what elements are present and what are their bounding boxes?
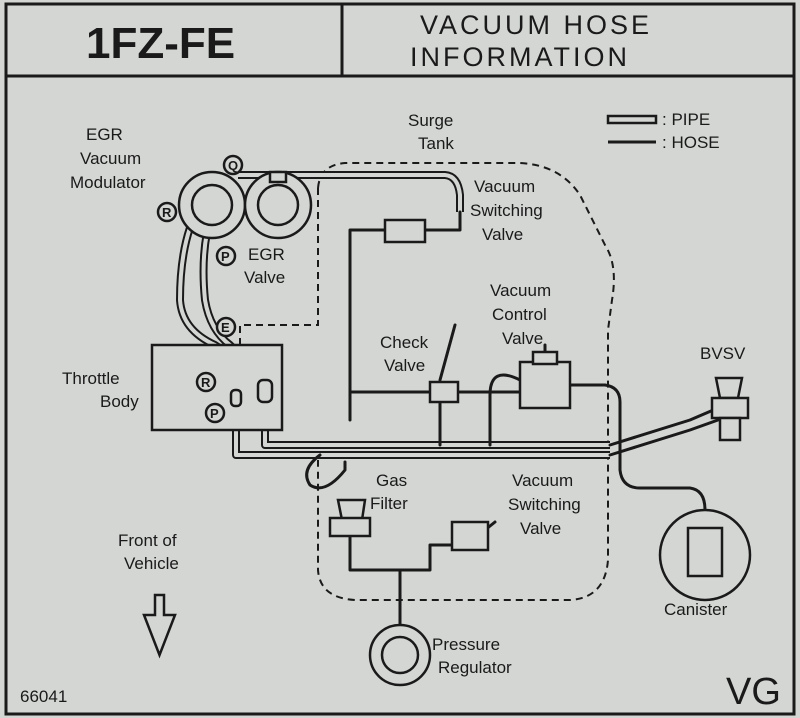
port-mark-q-text: Q — [228, 158, 238, 173]
label-vsv-bottom-1: Vacuum — [512, 471, 573, 490]
outer-border — [4, 2, 796, 716]
label-vcv-1: Vacuum — [490, 281, 551, 300]
hose-vcv-left — [488, 373, 522, 447]
label-vcv-3: Valve — [502, 329, 543, 348]
label-gas-filter-1: Gas — [376, 471, 407, 490]
port-mark-p-modulator-text: P — [221, 249, 230, 264]
pressure-regulator-inner — [380, 635, 420, 675]
label-front-2: Vehicle — [124, 554, 179, 573]
vacuum-control-valve — [518, 360, 572, 410]
port-mark-p-throttle — [204, 402, 226, 424]
port-mark-e-text: E — [221, 320, 230, 335]
label-throttle-body-2: Body — [100, 392, 139, 411]
pipe-main-inner — [238, 173, 462, 212]
hose-vsv-down — [348, 228, 387, 422]
bvsv-base — [718, 416, 742, 442]
egr-valve-inner — [256, 183, 300, 227]
bvsv-top — [714, 376, 744, 400]
label-vsv-bottom-3: Valve — [520, 519, 561, 538]
throttle-port-r — [256, 378, 274, 404]
port-mark-p-modulator — [215, 245, 237, 267]
label-egr-valve-2: Valve — [244, 268, 285, 287]
footer-code: 66041 — [20, 687, 67, 706]
port-mark-p-throttle-text: P — [210, 406, 219, 421]
label-surge-tank-1: Surge — [408, 111, 453, 130]
bvsv-body — [710, 396, 750, 420]
label-pressure-regulator-1: Pressure — [432, 635, 500, 654]
hose-vcv-canister — [568, 383, 707, 512]
label-canister: Canister — [664, 600, 728, 619]
port-mark-r-modulator-text: R — [162, 205, 172, 220]
egr-modulator-inner — [190, 183, 234, 227]
legend-pipe-label: : PIPE — [662, 110, 710, 129]
port-mark-r-throttle-text: R — [201, 375, 211, 390]
engine-code: 1FZ-FE — [86, 19, 235, 68]
label-vcv-2: Control — [492, 305, 547, 324]
hose-bvsv-2 — [608, 418, 720, 457]
vsv-top-body — [383, 218, 427, 244]
label-bvsv: BVSV — [700, 344, 746, 363]
label-egr-modulator-1: EGR — [86, 125, 123, 144]
label-check-valve-2: Valve — [384, 356, 425, 375]
label-gas-filter-2: Filter — [370, 494, 408, 513]
front-arrow-icon — [142, 593, 177, 659]
title-line-1: VACUUM HOSE — [420, 10, 652, 40]
label-vsv-top-1: Vacuum — [474, 177, 535, 196]
label-vsv-bottom-2: Switching — [508, 495, 581, 514]
footer-mark: VG — [726, 671, 781, 713]
label-egr-valve-1: EGR — [248, 245, 285, 264]
label-check-valve-1: Check — [380, 333, 429, 352]
legend: : PIPE : HOSE — [606, 110, 720, 152]
label-vsv-top-3: Valve — [482, 225, 523, 244]
legend-hose-label: : HOSE — [662, 133, 720, 152]
label-egr-modulator-2: Vacuum — [80, 149, 141, 168]
label-front-1: Front of — [118, 531, 177, 550]
hose-vsv-up — [423, 210, 462, 232]
throttle-port-p — [229, 388, 243, 408]
canister-body — [686, 526, 724, 578]
label-surge-tank-2: Tank — [418, 134, 454, 153]
port-mark-r-modulator — [156, 201, 178, 223]
hose-check-stub — [438, 323, 457, 382]
vcv-top-port — [531, 350, 559, 366]
label-pressure-regulator-2: Regulator — [438, 658, 512, 677]
label-egr-modulator-3: Modulator — [70, 173, 146, 192]
check-valve — [428, 380, 460, 404]
hose-loop — [305, 453, 347, 490]
vsv-bottom-body — [450, 520, 490, 552]
gas-filter-body — [328, 516, 372, 538]
egr-valve-port — [268, 170, 288, 184]
hose-filter — [348, 528, 462, 572]
port-mark-e — [215, 316, 237, 338]
hose-bvsv-1 — [608, 406, 720, 447]
label-throttle-body-1: Throttle — [62, 369, 120, 388]
port-mark-q — [222, 154, 244, 176]
title-line-2: INFORMATION — [410, 42, 630, 72]
legend-pipe-symbol — [606, 114, 658, 125]
port-mark-r-throttle — [195, 371, 217, 393]
label-vsv-top-2: Switching — [470, 201, 543, 220]
